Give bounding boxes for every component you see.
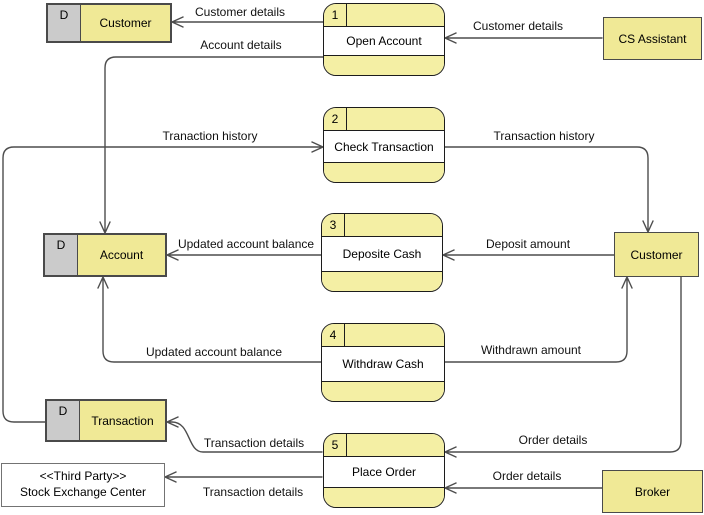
entity-broker[interactable]: Broker bbox=[602, 470, 703, 513]
flow-line-order-details-from-broker[interactable] bbox=[444, 482, 603, 494]
flow-label-account-details: Account details bbox=[200, 38, 282, 52]
process-deposite-cash[interactable]: 3 Deposite Cash bbox=[321, 213, 443, 292]
data-store-transaction[interactable]: D Transaction bbox=[45, 399, 167, 442]
process-name: Check Transaction bbox=[324, 131, 444, 163]
flow-label-customer-details: Customer details bbox=[194, 5, 286, 19]
flow-label-updated-account-balance: Updated account balance bbox=[177, 237, 315, 251]
entity-label: CS Assistant bbox=[618, 31, 687, 46]
process-footer bbox=[324, 56, 444, 75]
data-store-customer[interactable]: D Customer bbox=[46, 3, 172, 43]
process-footer bbox=[322, 272, 442, 291]
flow-label-transaction-details: Transaction details bbox=[203, 436, 305, 450]
process-name: Place Order bbox=[324, 457, 444, 488]
process-withdraw-cash[interactable]: 4 Withdraw Cash bbox=[321, 323, 445, 402]
process-number: 1 bbox=[324, 4, 347, 26]
process-number: 5 bbox=[324, 434, 347, 456]
entity-label: Customer bbox=[630, 247, 683, 262]
flow-line-order-details-from-customer[interactable] bbox=[444, 276, 682, 458]
process-footer bbox=[324, 163, 444, 182]
third-party-stereotype: <<Third Party>> bbox=[39, 469, 127, 484]
process-name: Open Account bbox=[324, 27, 444, 56]
flow-label-customer-details: Customer details bbox=[472, 19, 564, 33]
flow-line-transaction-history-to-customer[interactable] bbox=[444, 146, 654, 233]
data-store-prefix: D bbox=[47, 401, 80, 440]
process-number: 4 bbox=[322, 324, 345, 346]
process-name: Withdraw Cash bbox=[322, 347, 444, 382]
flow-line-customer-details-to-customer-store[interactable] bbox=[171, 16, 324, 28]
process-header: 5 bbox=[324, 434, 444, 457]
data-store-account[interactable]: D Account bbox=[43, 233, 167, 277]
process-header: 2 bbox=[324, 108, 444, 131]
entity-cs-assistant[interactable]: CS Assistant bbox=[603, 17, 702, 60]
process-place-order[interactable]: 5 Place Order bbox=[323, 433, 445, 508]
flow-label-tranaction-history: Tranaction history bbox=[162, 129, 258, 143]
process-header: 1 bbox=[324, 4, 444, 27]
flow-line-account-details[interactable] bbox=[99, 56, 324, 234]
flow-label-transaction-details: Transaction details bbox=[202, 485, 304, 499]
process-header: 3 bbox=[322, 214, 442, 237]
flow-line-tranaction-history-from-transaction-store[interactable] bbox=[2, 141, 324, 423]
process-number: 2 bbox=[324, 108, 347, 130]
process-footer bbox=[322, 382, 444, 401]
data-store-label: Customer bbox=[99, 16, 152, 30]
entity-stock-exchange-center[interactable]: <<Third Party>> Stock Exchange Center bbox=[1, 463, 165, 507]
flow-line-transaction-details-to-transaction-store[interactable] bbox=[166, 416, 323, 453]
process-open-account[interactable]: 1 Open Account bbox=[323, 3, 445, 76]
flow-label-deposit-amount: Deposit amount bbox=[485, 237, 571, 251]
flow-line-updated-account-balance-from-deposit[interactable] bbox=[166, 249, 323, 261]
flow-label-order-details: Order details bbox=[492, 469, 562, 483]
data-store-label: Transaction bbox=[91, 413, 154, 428]
flow-line-customer-details-from-cs-assistant[interactable] bbox=[444, 32, 603, 44]
flow-label-updated-account-balance: Updated account balance bbox=[145, 345, 283, 359]
flow-line-withdrawn-amount[interactable] bbox=[444, 276, 633, 363]
flow-label-transaction-history: Transaction history bbox=[493, 129, 595, 143]
process-check-transaction[interactable]: 2 Check Transaction bbox=[323, 107, 445, 183]
flow-line-transaction-details-to-stock-exchange[interactable] bbox=[164, 471, 323, 483]
data-store-prefix: D bbox=[48, 5, 81, 41]
data-store-label: Account bbox=[99, 248, 144, 262]
process-footer bbox=[324, 488, 444, 507]
entity-label: Broker bbox=[634, 484, 671, 499]
process-header: 4 bbox=[322, 324, 444, 347]
data-store-prefix: D bbox=[45, 235, 78, 275]
flow-label-withdrawn-amount: Withdrawn amount bbox=[480, 343, 582, 357]
flow-line-deposit-amount[interactable] bbox=[442, 249, 615, 261]
third-party-name: Stock Exchange Center bbox=[19, 485, 147, 499]
process-number: 3 bbox=[322, 214, 345, 236]
process-name: Deposite Cash bbox=[322, 237, 442, 272]
entity-customer[interactable]: Customer bbox=[614, 232, 699, 277]
flow-label-order-details: Order details bbox=[518, 433, 588, 447]
flow-line-updated-account-balance-from-withdraw[interactable] bbox=[97, 276, 323, 363]
